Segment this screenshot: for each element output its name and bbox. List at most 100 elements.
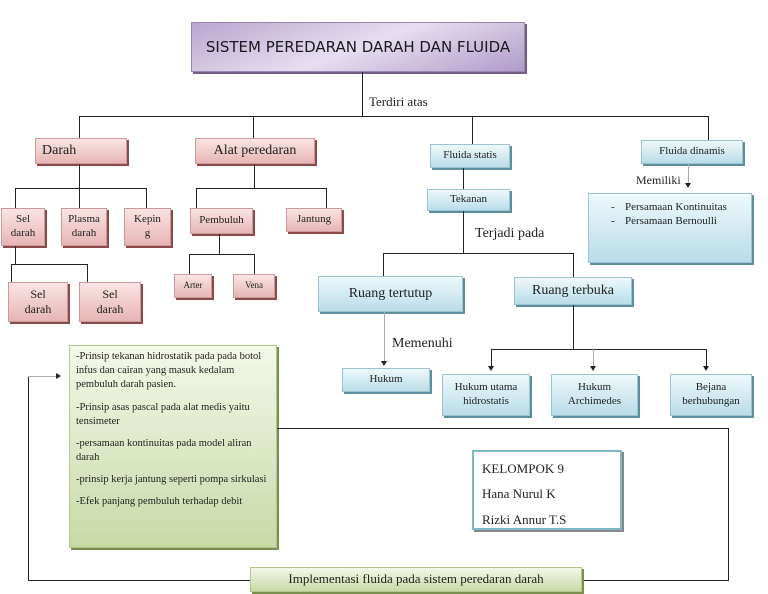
- node-text: Ruang tertutup: [348, 286, 433, 302]
- group-member: Rizki Annur T.S: [482, 511, 567, 527]
- connector: [11, 264, 88, 265]
- implementation-item: -Prinsip asas pascal pada alat medis yai…: [76, 401, 250, 427]
- node-alat-peredaran: Alat peredaran: [195, 138, 315, 164]
- node-text: Sel: [30, 287, 46, 301]
- node-ruang-tertutup: Ruang tertutup: [318, 276, 463, 312]
- node-darah: Darah: [35, 138, 127, 164]
- list-item: -Persamaan Kontinuitas: [611, 200, 741, 214]
- connector: [463, 211, 464, 254]
- implementation-list: -Prinsip tekanan hidrostatik pada pada b…: [69, 345, 277, 548]
- node-text: Plasma: [68, 213, 100, 226]
- connector: [79, 116, 709, 117]
- connector: [254, 254, 255, 274]
- node-alat-peredaran-label: Alat peredaran: [213, 143, 297, 159]
- node-text: Hukum: [369, 373, 403, 386]
- connector: [11, 264, 12, 284]
- connector: [688, 164, 689, 184]
- node-text: Ruang terbuka: [531, 283, 615, 299]
- node-text: g: [144, 227, 151, 239]
- node-vena: Vena: [233, 274, 275, 298]
- group-name: KELOMPOK 9: [482, 461, 564, 476]
- node-arteri: Arter: [174, 274, 212, 298]
- connector: [384, 312, 385, 362]
- connector: [254, 164, 255, 188]
- connector: [253, 116, 254, 138]
- connector: [463, 168, 464, 190]
- connector: [583, 580, 729, 581]
- node-ruang-terbuka: Ruang terbuka: [514, 277, 632, 305]
- connector: [573, 305, 574, 349]
- arrow-down-icon: [685, 183, 691, 188]
- implementation-item: -prinsip kerja jantung seperti pompa sir…: [76, 474, 267, 486]
- node-hukum: Hukum: [342, 368, 430, 392]
- node-text: Arter: [183, 280, 203, 291]
- node-text: Hukum utama: [454, 381, 518, 394]
- group-member: Hana Nurul K: [482, 486, 556, 502]
- implementation-label-text: Implementasi fluida pada sistem peredara…: [288, 571, 544, 587]
- connector: [15, 188, 16, 208]
- node-text: hidrostatis: [463, 395, 509, 407]
- node-text: Archimedes: [567, 395, 622, 407]
- connector: [15, 246, 16, 264]
- node-text: Jantung: [296, 213, 332, 226]
- node-text: Sel: [15, 213, 31, 226]
- connector: [277, 428, 729, 429]
- bullet-dash: -: [611, 201, 615, 213]
- node-text: Pembuluh: [199, 214, 244, 227]
- node-text: Bejana: [695, 381, 727, 394]
- connector: [326, 188, 327, 208]
- node-text: darah: [24, 302, 52, 316]
- implementation-label: Implementasi fluida pada sistem peredara…: [250, 567, 582, 592]
- node-text: Vena: [245, 280, 263, 291]
- connector: [87, 264, 88, 284]
- connector: [28, 580, 250, 581]
- node-text: Sel: [102, 287, 118, 301]
- connector: [383, 253, 573, 254]
- node-text: berhubungan: [682, 395, 740, 407]
- connector: [196, 188, 197, 208]
- connector: [491, 349, 707, 350]
- connector: [573, 253, 574, 277]
- arrow-down-icon: [590, 366, 596, 371]
- diagram-title: SISTEM PEREDARAN DARAH DAN FLUIDA: [191, 22, 525, 72]
- label-terjadi-pada: Terjadi pada: [475, 226, 545, 241]
- label-memenuhi: Memenuhi: [392, 336, 453, 351]
- list-item-text: Persamaan Bernoulli: [625, 215, 717, 228]
- connector: [593, 349, 594, 366]
- connector: [362, 72, 363, 117]
- connector: [79, 164, 80, 188]
- root-label: Terdiri atas: [369, 94, 428, 109]
- node-text: darah: [96, 302, 124, 316]
- bullet-dash: -: [611, 215, 615, 228]
- connector: [706, 349, 707, 366]
- list-item-text: Persamaan Kontinuitas: [625, 201, 727, 213]
- connector: [219, 234, 220, 254]
- node-text: Kepin: [134, 213, 161, 226]
- connector: [146, 188, 147, 208]
- connector: [383, 253, 384, 277]
- implementation-item: -persamaan kontinuitas pada model aliran…: [76, 437, 252, 464]
- node-fluida-dinamis-label: Fluida dinamis: [659, 145, 725, 158]
- connector: [189, 254, 190, 274]
- connector: [79, 116, 80, 138]
- node-tekanan: Tekanan: [427, 189, 510, 211]
- node-darah-label: Darah: [42, 143, 77, 159]
- node-text: Tekanan: [449, 193, 488, 206]
- node-text: darah: [10, 227, 36, 239]
- node-fluida-dinamis: Fluida dinamis: [641, 140, 743, 164]
- node-text: darah: [71, 227, 97, 239]
- node-jantung: Jantung: [286, 208, 342, 232]
- implementation-item: -Efek panjang pembuluh terhadap debit: [76, 496, 243, 508]
- arrow-down-icon: [488, 366, 494, 371]
- node-fluida-statis-label: Fluida statis: [443, 149, 497, 162]
- node-text: Hukum: [578, 381, 611, 394]
- connector: [79, 188, 80, 208]
